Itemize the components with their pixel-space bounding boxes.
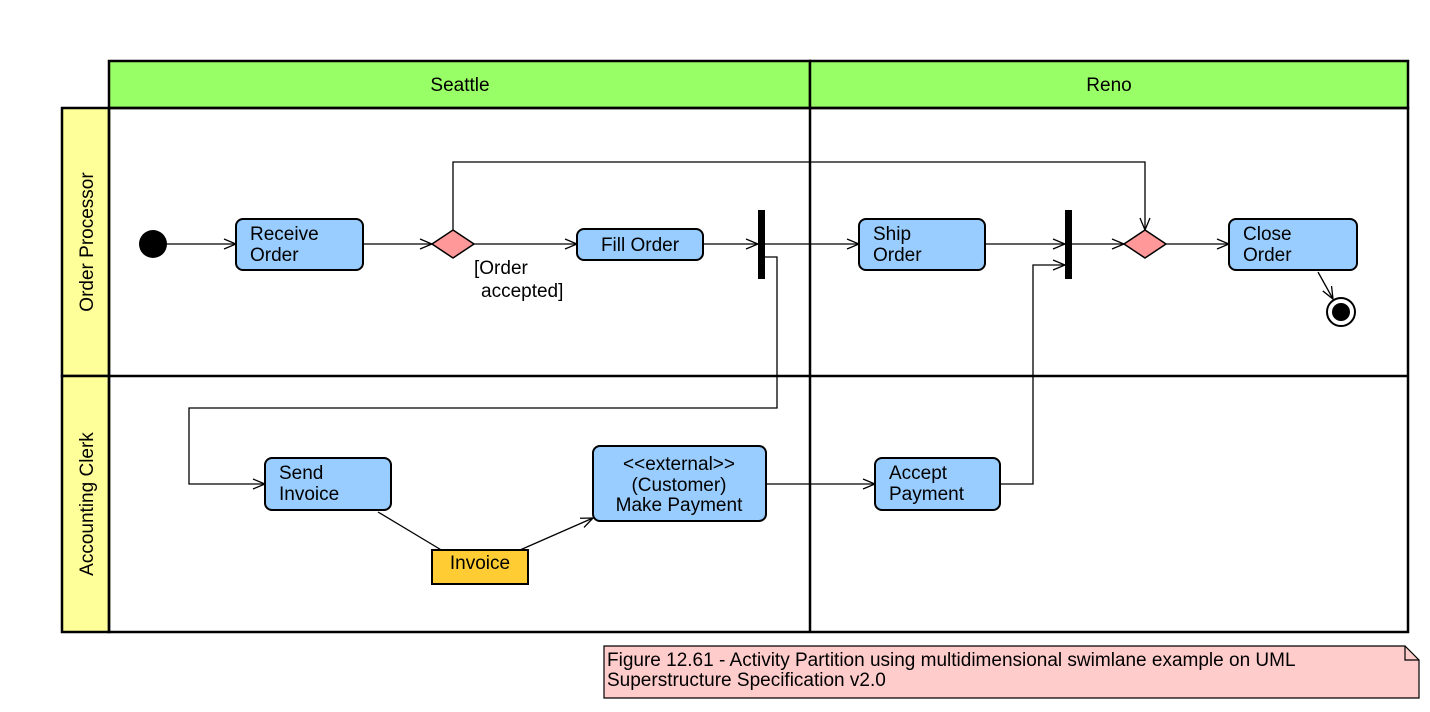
partition-header-seattle bbox=[107, 59, 812, 110]
join-bar bbox=[1065, 210, 1072, 279]
control-flows bbox=[153, 161, 1333, 552]
guard-label: [Order accepted] bbox=[474, 258, 563, 302]
svg-text:<<external>>: <<external>> bbox=[623, 454, 735, 475]
svg-text:Receive: Receive bbox=[250, 224, 319, 245]
svg-text:Accept: Accept bbox=[889, 463, 948, 484]
action-fill-order: Fill Order bbox=[576, 228, 704, 261]
svg-text:Payment: Payment bbox=[889, 484, 965, 505]
action-ship-order: Ship Order bbox=[858, 218, 986, 271]
partition-label-reno: Reno bbox=[1086, 75, 1131, 96]
svg-text:Close: Close bbox=[1243, 224, 1292, 245]
svg-text:Order: Order bbox=[1243, 245, 1292, 266]
svg-text:(Customer): (Customer) bbox=[631, 475, 726, 496]
svg-text:[Order: [Order bbox=[474, 258, 529, 279]
decision-node bbox=[430, 229, 476, 259]
svg-text:accepted]: accepted] bbox=[481, 281, 563, 302]
partition-label-order-processor: Order Processor bbox=[77, 172, 98, 312]
action-make-payment: <<external>> (Customer) Make Payment bbox=[592, 445, 767, 522]
action-receive-order: Receive Order bbox=[235, 218, 364, 271]
object-node-invoice: Invoice bbox=[431, 549, 529, 585]
activity-final-node bbox=[1326, 297, 1356, 327]
figure-caption-note: Figure 12.61 - Activity Partition using … bbox=[603, 645, 1420, 699]
svg-text:Ship: Ship bbox=[873, 224, 911, 245]
svg-text:Invoice: Invoice bbox=[279, 484, 339, 505]
initial-node bbox=[139, 230, 167, 258]
svg-text:Figure 12.61 - Activity Partit: Figure 12.61 - Activity Partition using … bbox=[607, 650, 1296, 671]
partition-label-seattle: Seattle bbox=[430, 75, 489, 96]
partition-label-accounting-clerk: Accounting Clerk bbox=[77, 432, 98, 576]
swimlane-grid bbox=[107, 106, 1410, 634]
action-accept-payment: Accept Payment bbox=[874, 457, 1001, 511]
svg-text:Fill Order: Fill Order bbox=[601, 235, 680, 256]
svg-text:Send: Send bbox=[279, 463, 323, 484]
svg-text:Order: Order bbox=[873, 245, 922, 266]
svg-text:Superstructure Specification v: Superstructure Specification v2.0 bbox=[607, 670, 886, 691]
action-close-order: Close Order bbox=[1228, 218, 1358, 271]
fork-bar bbox=[758, 210, 765, 279]
svg-text:Make Payment: Make Payment bbox=[616, 495, 743, 516]
partition-header-reno bbox=[808, 59, 1410, 110]
svg-text:Order: Order bbox=[250, 245, 299, 266]
action-send-invoice: Send Invoice bbox=[264, 457, 392, 511]
merge-node bbox=[1122, 229, 1168, 259]
svg-text:Invoice: Invoice bbox=[450, 553, 510, 574]
